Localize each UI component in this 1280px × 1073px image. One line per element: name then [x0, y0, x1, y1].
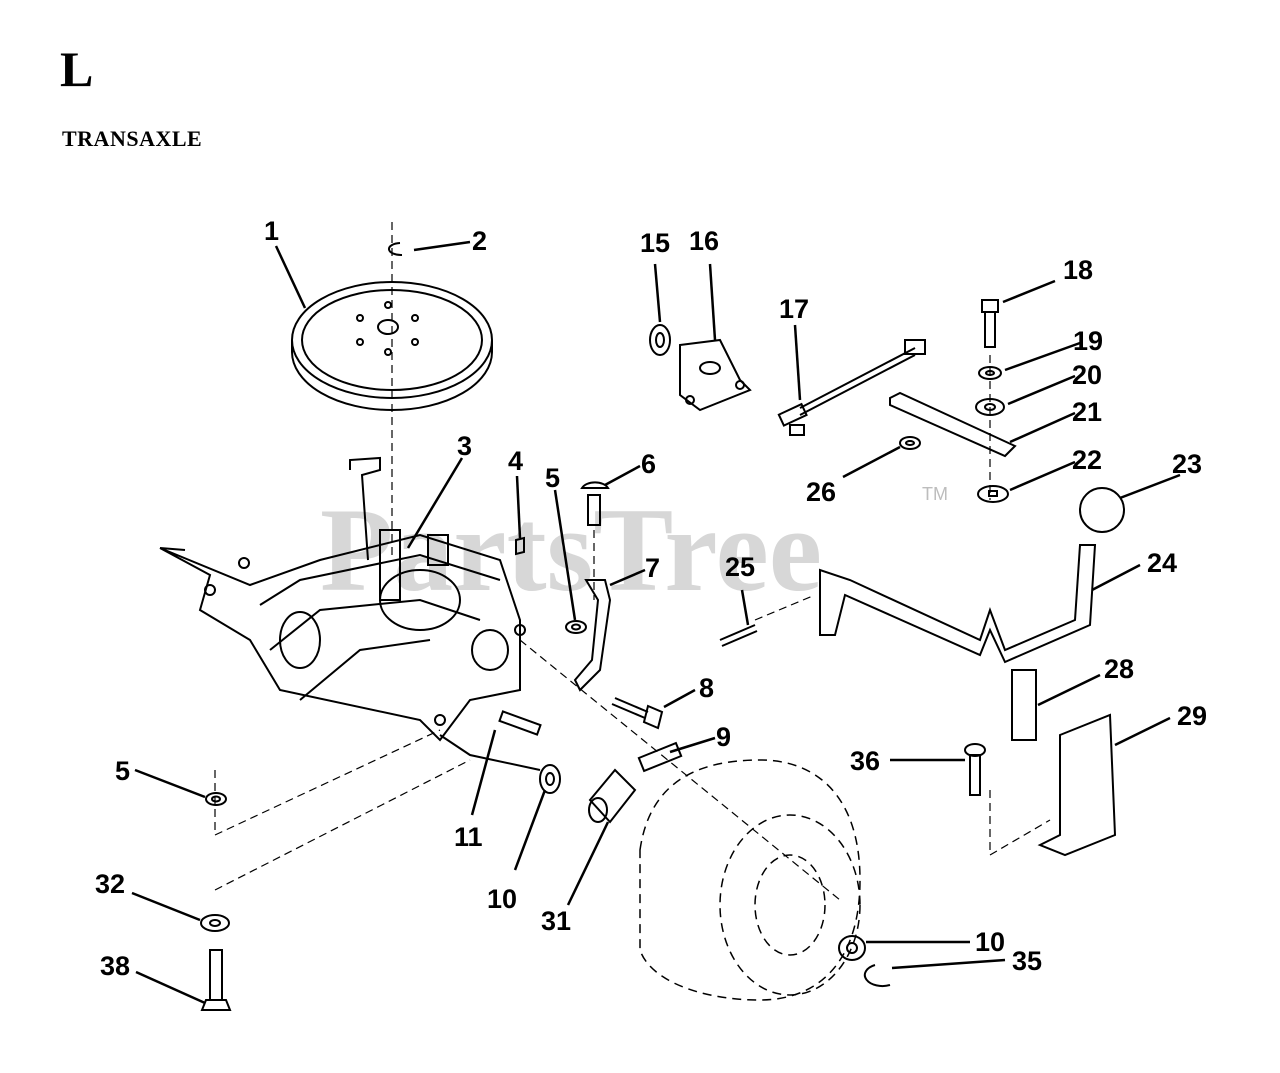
hex-bolt	[611, 697, 664, 730]
bushing	[588, 768, 637, 824]
key	[515, 536, 525, 556]
callout-22: 22	[1072, 445, 1102, 475]
callout-15: 15	[640, 228, 670, 258]
lock-washer	[978, 366, 1002, 380]
shift-knob	[1079, 487, 1125, 533]
transaxle-housing	[159, 456, 542, 771]
long-bolt	[200, 949, 232, 1011]
callout-5-lower: 5	[115, 756, 130, 786]
assembly-lines	[214, 222, 1051, 901]
callout-18: 18	[1063, 255, 1093, 285]
watermark-tm: TM	[922, 484, 948, 504]
control-rod	[777, 339, 926, 436]
tension-spring	[1011, 669, 1037, 741]
callout-23: 23	[1172, 449, 1202, 479]
callout-38: 38	[100, 951, 130, 981]
link-plate	[889, 391, 1017, 458]
callout-3: 3	[457, 431, 472, 461]
callout-24: 24	[1147, 548, 1177, 578]
callout-6: 6	[641, 449, 656, 479]
shift-lever	[819, 544, 1097, 664]
hex-nut-26	[899, 436, 921, 450]
callout-21: 21	[1072, 397, 1102, 427]
washer-15	[649, 324, 671, 356]
callout-36: 36	[850, 746, 880, 776]
bolt-18	[981, 299, 999, 348]
carriage-bolt	[580, 481, 610, 526]
callout-19: 19	[1073, 326, 1103, 356]
flat-washer-20	[975, 398, 1005, 416]
callout-31: 31	[541, 906, 571, 936]
hex-nut-upper	[565, 620, 587, 634]
spring-small	[637, 741, 683, 773]
flat-washer-left	[539, 764, 561, 794]
callout-20: 20	[1072, 360, 1102, 390]
callout-10-left: 10	[487, 884, 517, 914]
screw-36	[964, 743, 986, 796]
callout-10-right: 10	[975, 927, 1005, 957]
callout-29: 29	[1177, 701, 1207, 731]
callout-2: 2	[472, 226, 487, 256]
callout-8: 8	[699, 673, 714, 703]
callout-4: 4	[508, 446, 523, 476]
lever-bracket	[1037, 713, 1117, 857]
pulley	[291, 281, 493, 411]
callout-35: 35	[1012, 946, 1042, 976]
hex-nut-lower	[205, 792, 227, 806]
callout-26: 26	[806, 477, 836, 507]
callout-7: 7	[645, 553, 660, 583]
callout-1: 1	[264, 216, 279, 246]
washer-lower	[200, 914, 230, 932]
callout-9: 9	[716, 722, 731, 752]
e-clip-wheel	[863, 964, 891, 988]
leader-lines	[131, 240, 1181, 1005]
mounting-bracket	[679, 338, 752, 412]
callout-32: 32	[95, 869, 125, 899]
callout-28: 28	[1104, 654, 1134, 684]
section-title: TRANSAXLE	[62, 126, 203, 151]
callout-17: 17	[779, 294, 809, 324]
e-clip	[388, 242, 403, 257]
callout-16: 16	[689, 226, 719, 256]
square-hole-washer	[977, 485, 1009, 503]
wheel	[639, 759, 861, 1001]
cotter-pin	[719, 624, 758, 647]
callout-5-upper: 5	[545, 463, 560, 493]
callout-11: 11	[454, 822, 483, 852]
section-letter: L	[60, 41, 94, 97]
bracket	[573, 579, 612, 692]
callout-25: 25	[725, 552, 755, 582]
